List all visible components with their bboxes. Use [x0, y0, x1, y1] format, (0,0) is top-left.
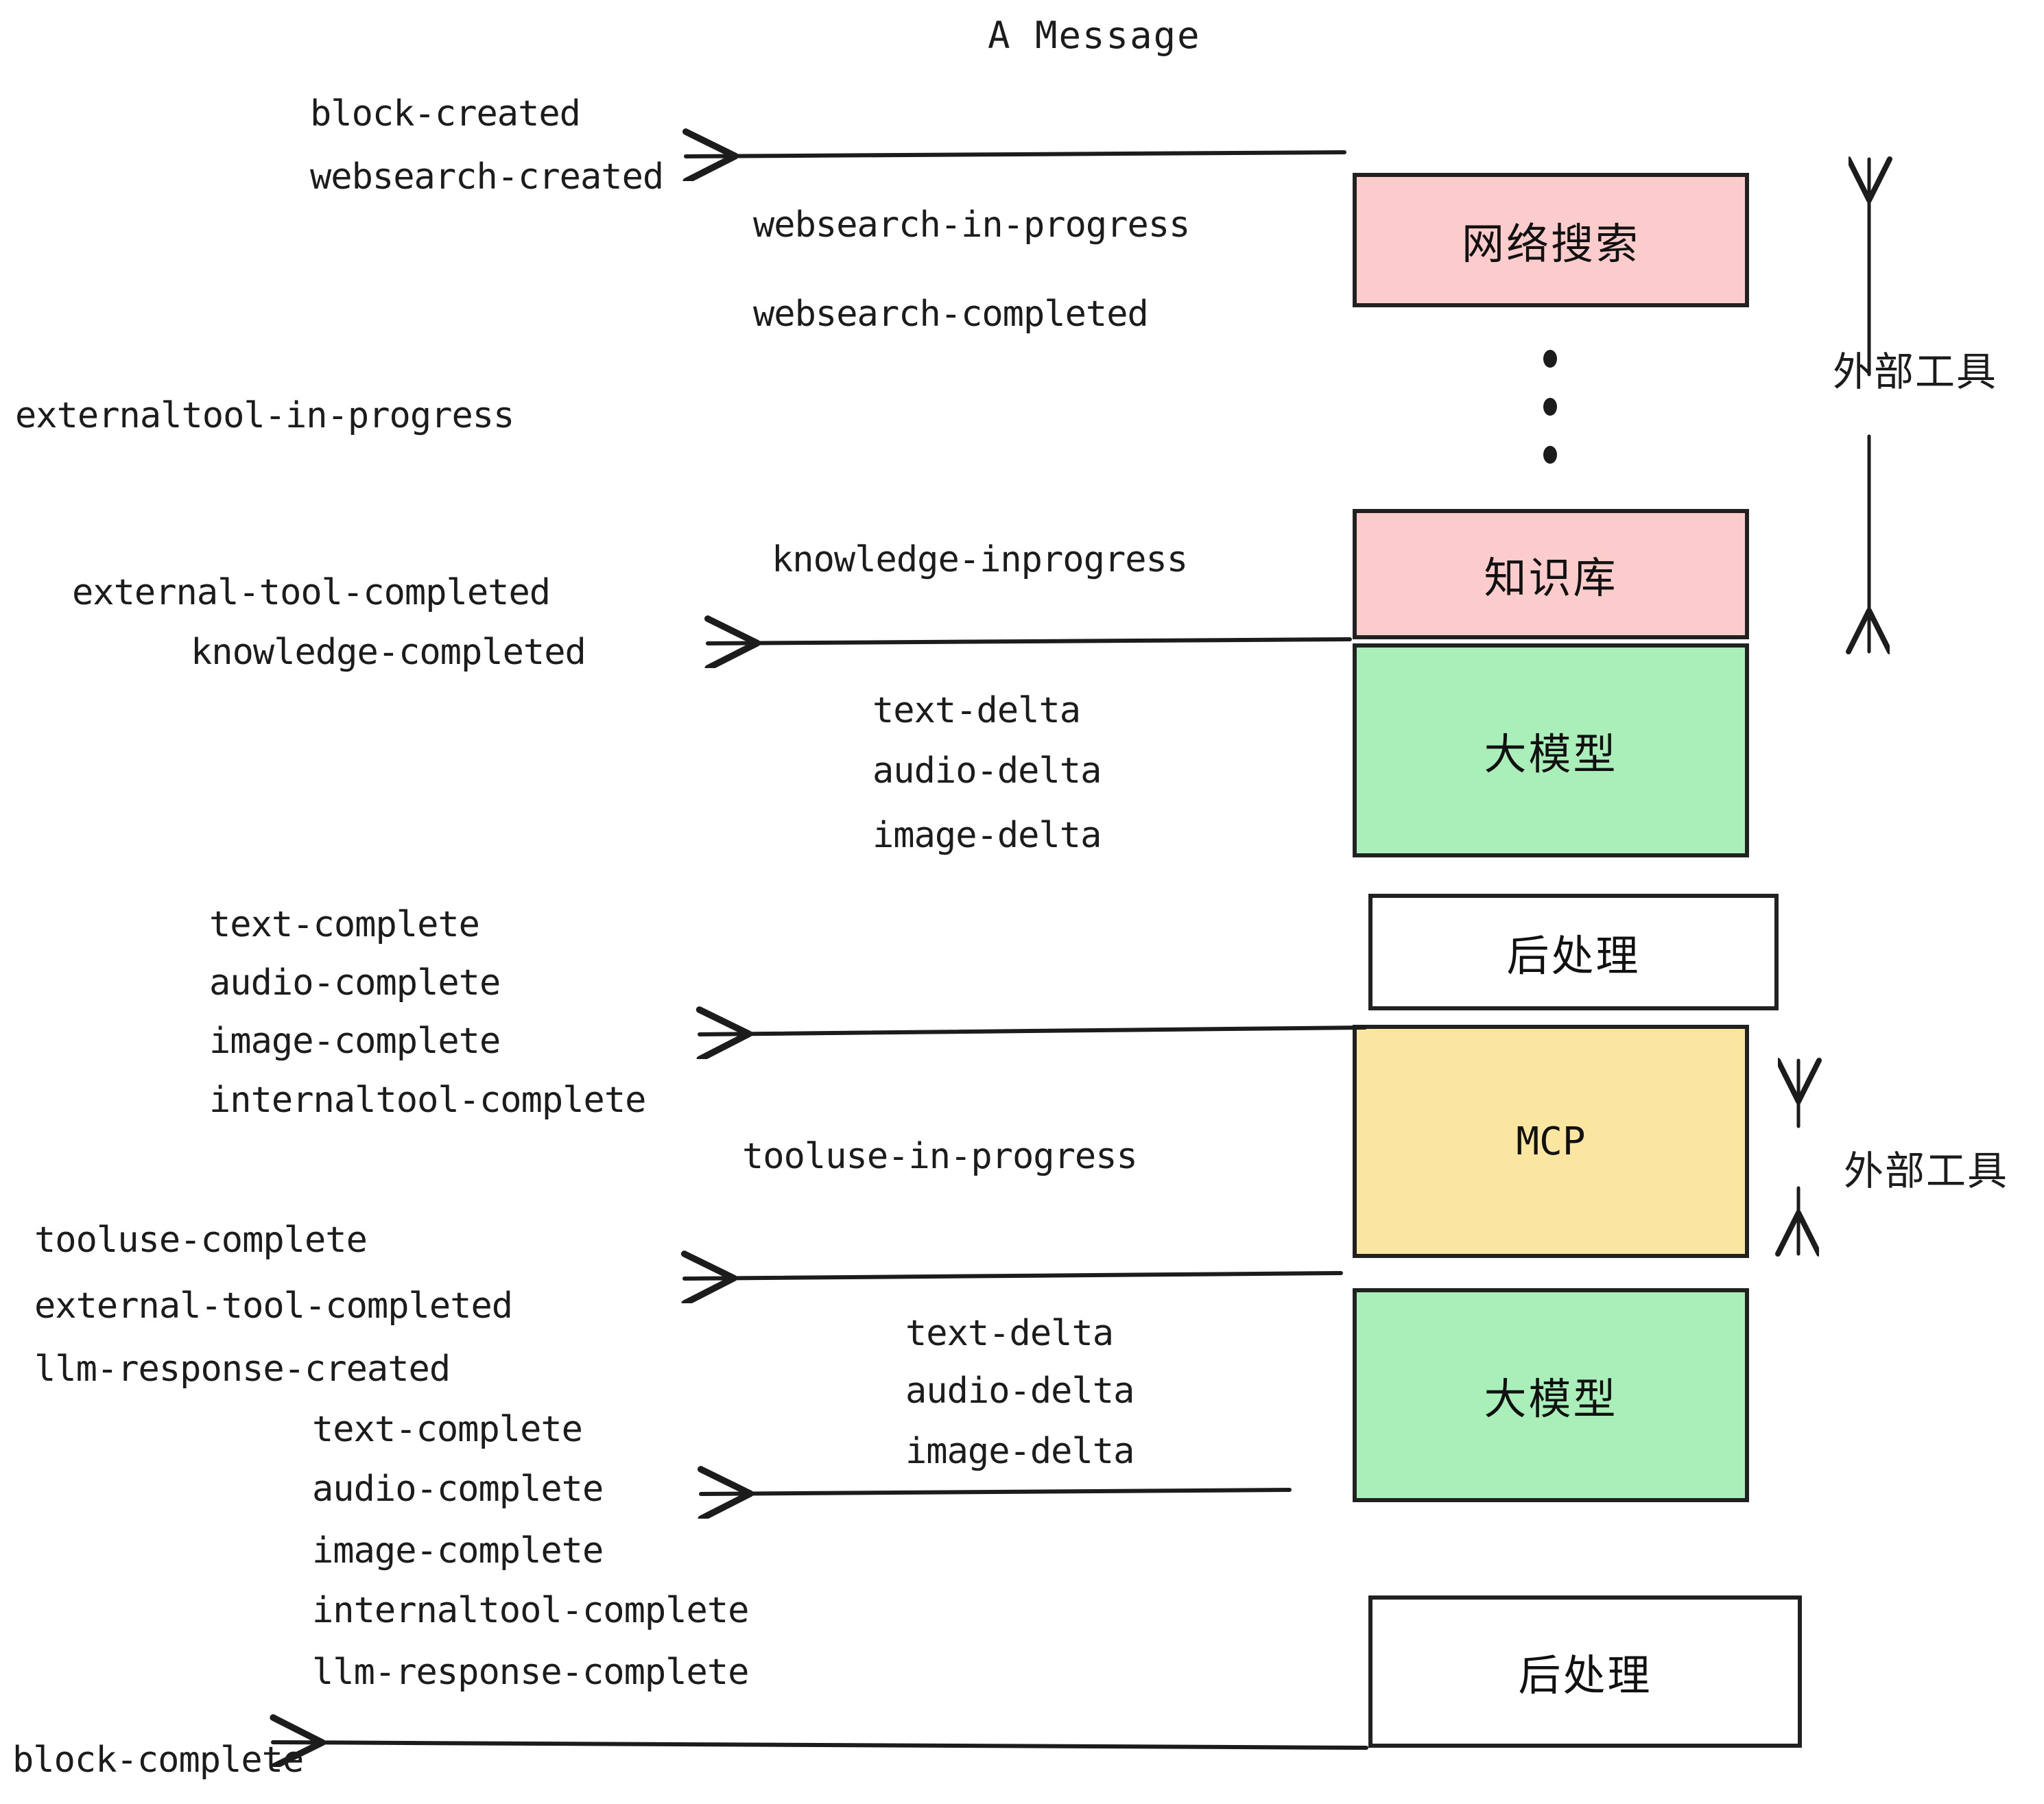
event-label-audio-complete-1: audio-complete [209, 962, 501, 1004]
event-label-audio-delta-2: audio-delta [905, 1370, 1134, 1412]
event-label-image-delta-1: image-delta [872, 815, 1102, 856]
node-knowledge: 知识库 [1353, 509, 1749, 639]
event-label-llm-response-complete: llm-response-complete [312, 1652, 749, 1693]
event-label-text-complete-1: text-complete [209, 904, 480, 945]
event-label-tooluse-complete: tooluse-complete [34, 1220, 368, 1261]
arrow-audio-complete [701, 1490, 1292, 1494]
event-label-internaltool-complete-1: internaltool-complete [209, 1080, 646, 1121]
node-llm-2: 大模型 [1353, 1288, 1749, 1502]
ellipsis-dot [1543, 398, 1557, 416]
event-label-internaltool-complete-2: internaltool-complete [312, 1590, 749, 1631]
event-label-text-delta-1: text-delta [872, 690, 1081, 731]
node-postprocess-1: 后处理 [1368, 894, 1779, 1010]
event-label-block-complete: block-complete [12, 1740, 304, 1781]
ellipsis-dot [1543, 350, 1557, 368]
event-label-text-complete-2: text-complete [312, 1409, 583, 1450]
side-label-external-tool-bottom: 外部工具 [1844, 1148, 2009, 1194]
event-label-external-tool-completed-1: external-tool-completed [72, 572, 551, 613]
event-label-audio-delta-1: audio-delta [872, 750, 1102, 792]
event-label-websearch-created: websearch-created [310, 156, 664, 198]
event-label-websearch-in-progress: websearch-in-progress [753, 204, 1190, 246]
event-label-image-complete-1: image-complete [209, 1021, 501, 1062]
ellipsis-dot [1543, 446, 1557, 464]
arrow-knowledge-completed [708, 639, 1352, 643]
event-label-externaltool-in-progress: externaltool-in-progress [15, 395, 514, 436]
node-postprocess-2: 后处理 [1368, 1595, 1802, 1748]
event-label-block-created: block-created [310, 93, 581, 134]
node-llm-1: 大模型 [1353, 643, 1749, 857]
event-label-audio-complete-2: audio-complete [312, 1469, 604, 1510]
event-label-knowledge-inprogress: knowledge-inprogress [772, 539, 1188, 580]
side-label-external-tool-top: 外部工具 [1833, 348, 1998, 395]
arrow-block-created [686, 152, 1346, 156]
event-label-text-delta-2: text-delta [905, 1313, 1114, 1354]
event-label-external-tool-completed-2: external-tool-completed [34, 1285, 513, 1327]
node-websearch: 网络搜索 [1353, 173, 1749, 307]
node-mcp: MCP [1353, 1025, 1749, 1258]
event-label-image-complete-2: image-complete [312, 1530, 604, 1571]
event-label-image-delta-2: image-delta [905, 1431, 1134, 1472]
arrow-block-complete [273, 1742, 1368, 1748]
page-title: A Message [988, 14, 1201, 57]
event-label-knowledge-completed: knowledge-completed [191, 632, 586, 673]
event-label-websearch-completed: websearch-completed [753, 294, 1149, 335]
event-label-llm-response-created: llm-response-created [34, 1349, 451, 1390]
arrow-tooluse-complete [685, 1273, 1343, 1279]
event-label-tooluse-in-progress: tooluse-in-progress [742, 1136, 1138, 1177]
arrow-image-complete [700, 1028, 1367, 1034]
